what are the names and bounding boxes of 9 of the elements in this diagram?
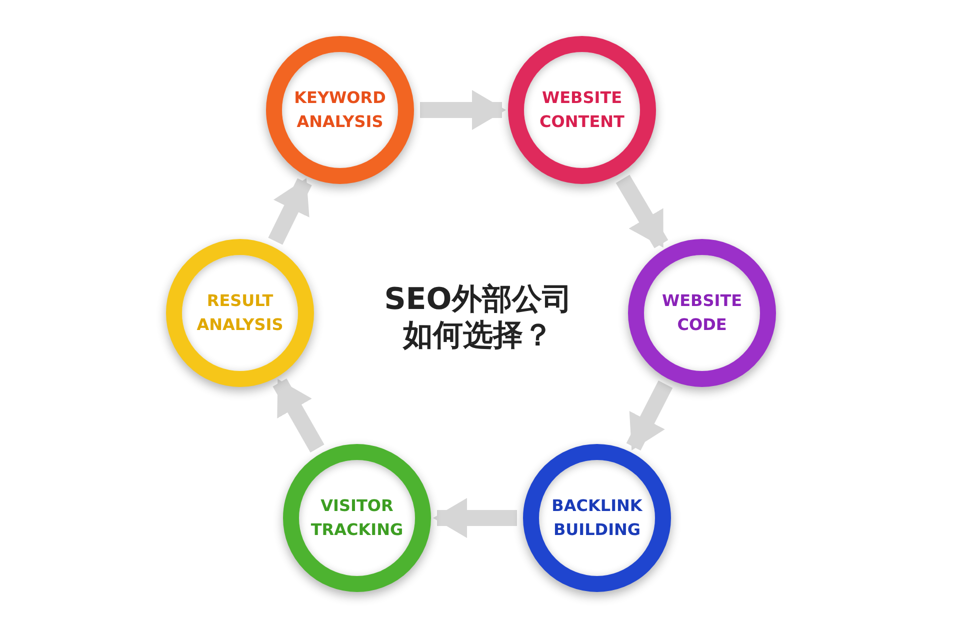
arrow [433,498,517,538]
center-title: SEO外部公司如何选择？ [383,282,573,354]
step-label: WEBSITE CODE [660,290,744,336]
step-label: VISITOR TRACKING [310,495,404,541]
step-label: RESULT ANALYSIS [196,290,284,336]
step-label: BACKLINK BUILDING [550,495,644,541]
arrow [420,90,506,130]
step-label: KEYWORD ANALYSIS [293,87,387,133]
step-label: WEBSITE CONTENT [538,87,626,133]
